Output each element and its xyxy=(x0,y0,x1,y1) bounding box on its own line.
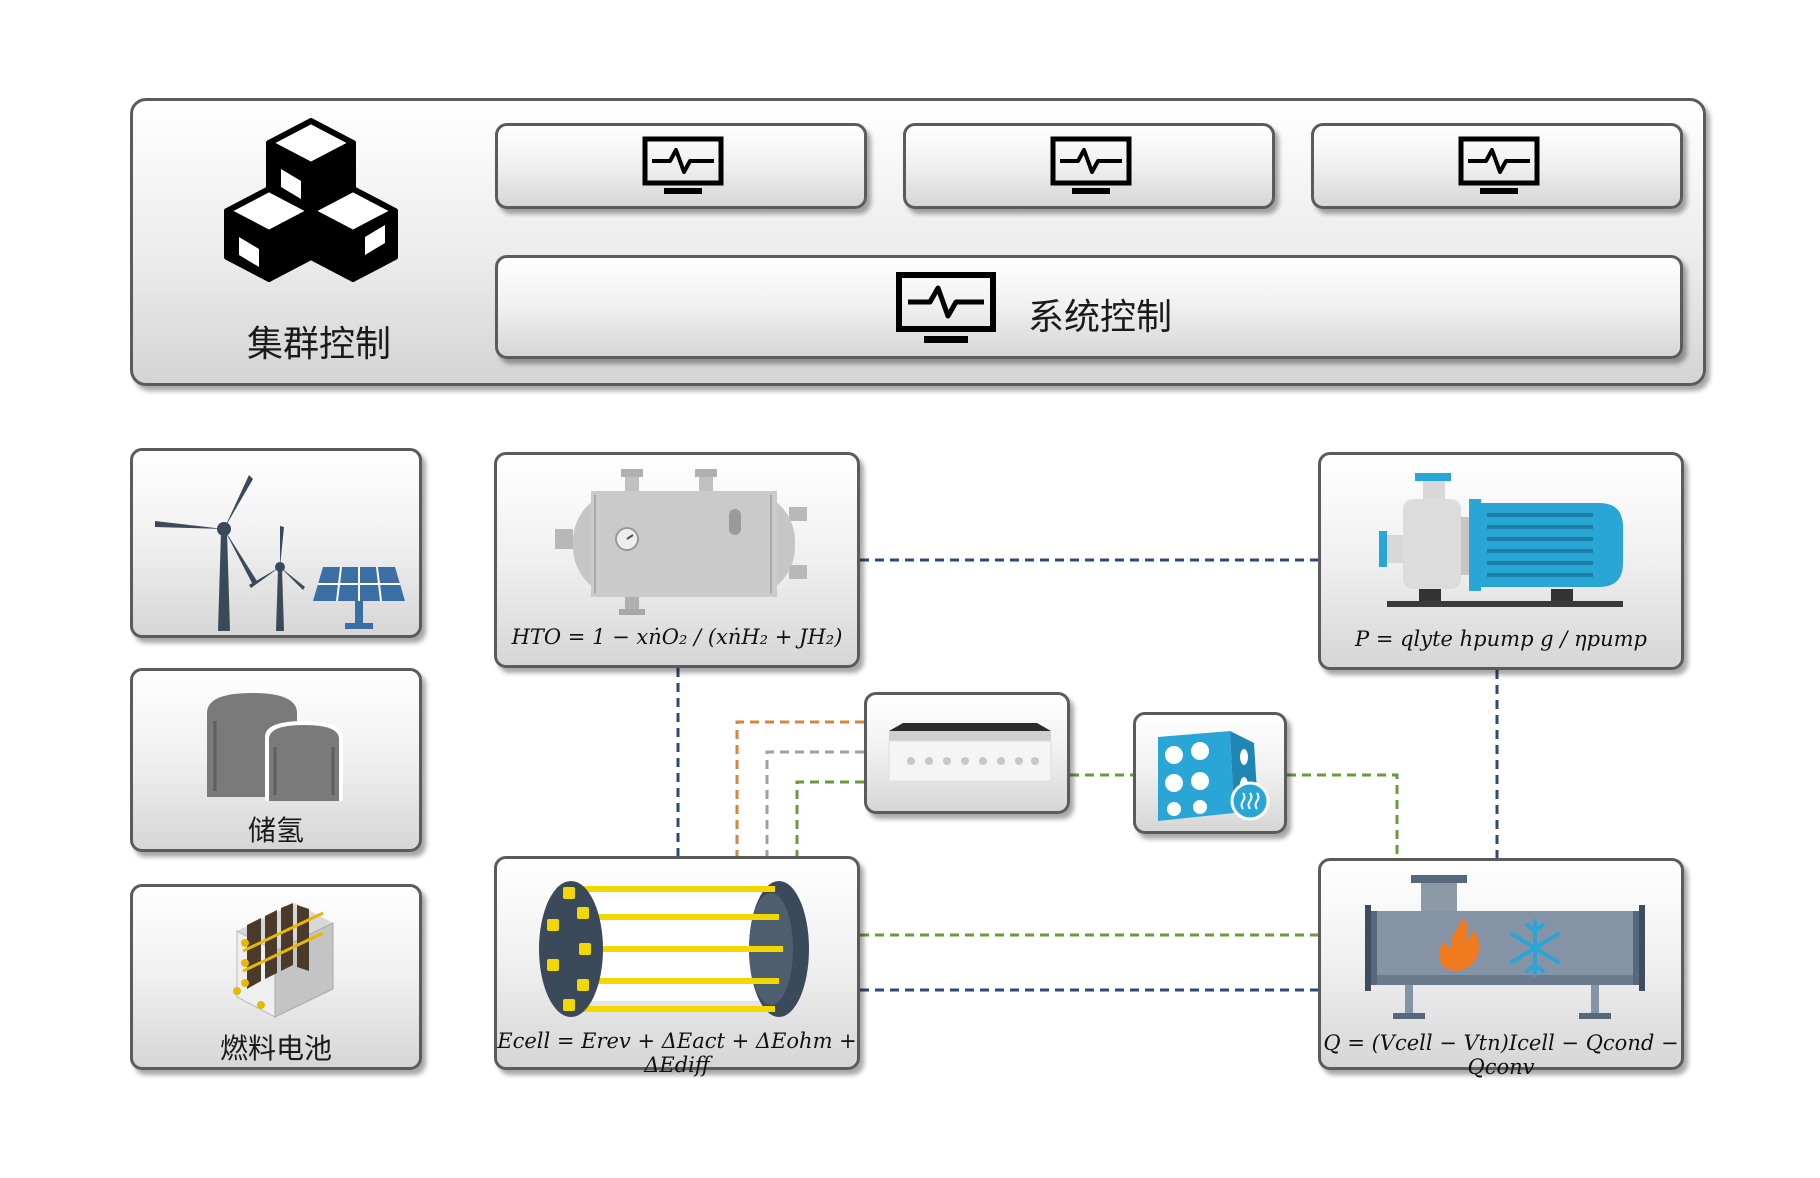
solar-panel-icon xyxy=(313,566,405,629)
cell-voltage-formula: Ecell = Erev + ΔEact + ΔEohm + ΔEdiff xyxy=(497,1029,857,1077)
renewable-source-box[interactable] xyxy=(130,448,422,638)
heat-balance-formula: Q = (Vcell − Vtn)Icell − Qcond − Qconv xyxy=(1323,1031,1679,1079)
fuel-cell-stack-icon xyxy=(233,903,334,1018)
hto-formula: HTO = 1 − xṅO₂ / (xṅH₂ + JH₂) xyxy=(511,625,843,649)
monitor-pulse-icon xyxy=(896,272,996,343)
electrolyzer-stack-icon xyxy=(539,881,809,1017)
hydrogen-storage-box[interactable]: 储氢 xyxy=(130,668,422,852)
pump-box[interactable]: P = qlyte hpump g / ηpump xyxy=(1318,452,1684,670)
thermal-module-icon xyxy=(1158,731,1270,821)
monitor-button-1[interactable] xyxy=(495,123,867,209)
monitor-pulse-icon xyxy=(1458,136,1540,194)
monitor-button-2[interactable] xyxy=(903,123,1275,209)
system-control-label: 系统控制 xyxy=(1028,297,1173,338)
router-box[interactable] xyxy=(864,692,1070,814)
system-control-button[interactable]: 系统控制 xyxy=(495,255,1683,359)
wind-turbine-icon xyxy=(155,475,305,631)
pump-formula: P = qlyte hpump g / ηpump xyxy=(1355,627,1647,651)
electrolyzer-box[interactable]: Ecell = Erev + ΔEact + ΔEohm + ΔEdiff xyxy=(494,856,860,1077)
cubes-cluster-icon xyxy=(224,118,398,282)
line-router-to-cell-orange xyxy=(735,720,864,860)
storage-tank-icon xyxy=(207,693,343,801)
monitor-pulse-icon xyxy=(1050,136,1132,194)
router-icon xyxy=(888,723,1052,782)
line-router-to-cell-green xyxy=(795,780,864,860)
fuel-cell-box[interactable]: 燃料电池 xyxy=(130,884,422,1070)
cluster-control-label: 集群控制 xyxy=(246,324,391,365)
separator-tank-icon xyxy=(555,469,807,615)
monitor-pulse-icon xyxy=(642,136,724,194)
hydrogen-storage-label: 储氢 xyxy=(247,814,304,847)
monitor-button-3[interactable] xyxy=(1311,123,1683,209)
thermal-module-box[interactable] xyxy=(1133,712,1287,834)
fuel-cell-label: 燃料电池 xyxy=(219,1032,332,1065)
control-panel: 集群控制 系统控制 xyxy=(130,98,1706,386)
line-heatbox-to-heat xyxy=(1287,773,1399,858)
heat-exchanger-box[interactable]: Q = (Vcell − Vtn)Icell − Qcond − Qconv xyxy=(1318,858,1684,1079)
separator-box[interactable]: HTO = 1 − xṅO₂ / (xṅH₂ + JH₂) xyxy=(494,452,860,668)
heat-exchanger-icon xyxy=(1365,875,1645,1019)
line-router-to-cell-gray xyxy=(765,750,864,860)
pump-icon xyxy=(1379,473,1623,607)
